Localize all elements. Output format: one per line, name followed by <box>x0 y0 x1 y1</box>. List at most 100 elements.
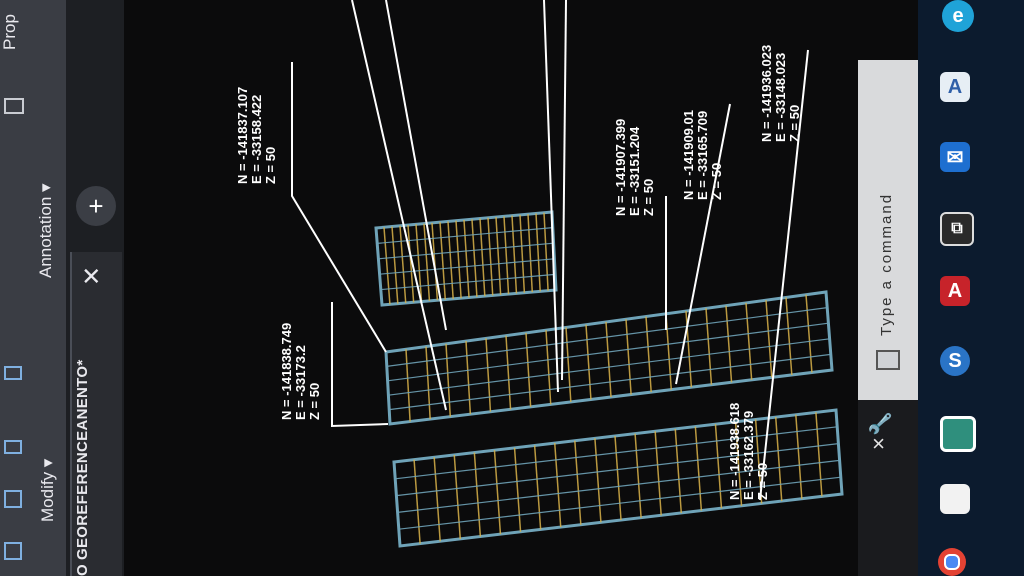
building-block-top-column-line <box>463 219 470 298</box>
building-block-middle-grid-line <box>388 338 830 396</box>
ribbon-icon-grid[interactable] <box>4 490 22 508</box>
building-block-top-column-line <box>535 213 541 292</box>
ribbon-icon-table[interactable] <box>4 98 24 114</box>
coordinate-label-5[interactable]: N = -141936.023 E = -33148.023 Z = 50 <box>759 44 802 142</box>
building-block-bottom-column-line <box>654 431 662 516</box>
elevation: Z = 50 <box>755 462 770 500</box>
file-tab-label[interactable]: GEOREFERENCEANENTO* <box>74 359 91 560</box>
building-block-bottom-column-line <box>795 414 803 499</box>
annotation-panel-button[interactable]: Annotation ▾ <box>36 183 55 278</box>
command-input[interactable]: Type a command <box>878 192 895 336</box>
building-block-middle-column-line <box>545 330 552 405</box>
building-block-bottom-grid-line <box>397 459 840 513</box>
building-block-top-column-line <box>399 225 407 304</box>
coordinate-label-4[interactable]: N = -141909.01 E = -33165.709 Z = 50 <box>681 110 724 200</box>
autocad-icon[interactable]: A <box>940 276 970 306</box>
building-block-top-column-line <box>423 223 431 301</box>
building-block-top-column-line <box>527 214 534 293</box>
northing: N = -141837.107 <box>235 86 250 184</box>
building-block-top <box>374 210 558 307</box>
building-block-top-column-line <box>495 217 502 295</box>
northing: N = -141938.618 <box>727 402 742 500</box>
building-block-bottom-column-line <box>774 417 783 502</box>
easting: E = -33162.379 <box>741 410 756 500</box>
building-block-bottom-column-line <box>533 445 542 530</box>
building-block-bottom-column-line <box>674 428 683 513</box>
northing: N = -141909.01 <box>681 110 696 200</box>
easting: E = -33158.422 <box>249 94 264 184</box>
building-block-top-column-line <box>407 225 415 303</box>
wrench-icon[interactable]: 🔧 <box>870 411 892 436</box>
modify-panel-button[interactable]: Modify ▾ <box>38 458 57 522</box>
photos-icon[interactable] <box>940 416 976 452</box>
properties-panel-button[interactable]: Prop <box>0 14 19 50</box>
building-block-top-column-line <box>487 217 494 296</box>
add-tab-button[interactable]: + <box>76 186 116 226</box>
command-close-button[interactable]: × <box>866 437 891 450</box>
ribbon-icon-table[interactable] <box>4 440 22 454</box>
northing: N = -141936.023 <box>759 44 774 142</box>
command-line-input-panel[interactable]: Type a command <box>858 60 918 460</box>
chrome-icon[interactable] <box>938 548 966 576</box>
building-block-top-column-line <box>415 224 423 302</box>
tablet-app-icon[interactable]: ⧉ <box>940 212 974 246</box>
leader-line-4 <box>675 103 731 385</box>
building-block-middle-column-line <box>405 349 411 422</box>
building-block-bottom-column-line <box>574 440 582 525</box>
command-history-icon[interactable] <box>876 350 900 370</box>
building-block-bottom-column-line <box>493 450 502 535</box>
building-block-middle-grid-line <box>386 307 828 367</box>
northing: N = -141907.399 <box>613 118 628 216</box>
building-block-bottom-column-line <box>594 438 602 523</box>
leader-line-2 <box>331 302 389 428</box>
building-block-top-column-line <box>519 214 526 293</box>
elevation: Z = 50 <box>709 162 724 200</box>
building-block-bottom-column-line <box>634 433 642 518</box>
building-block-middle-column-line <box>625 319 632 395</box>
ribbon-icon-table[interactable] <box>4 366 22 380</box>
building-block-bottom <box>392 408 844 548</box>
skype-icon[interactable]: S <box>940 346 970 376</box>
leader-line-5 <box>759 49 809 501</box>
building-block-middle-column-line <box>445 343 452 417</box>
building-block-middle-column-line <box>765 300 773 378</box>
building-block-middle-column-line <box>425 346 431 420</box>
easting: E = -33151.204 <box>627 126 642 216</box>
building-block-middle-column-line <box>745 302 753 380</box>
building-block-bottom-grid-line <box>398 476 841 530</box>
building-block-bottom-grid-line <box>396 443 839 497</box>
building-block-top-column-line <box>383 227 391 305</box>
building-block-top-column-line <box>503 216 510 295</box>
building-block-bottom-column-line <box>694 426 703 511</box>
northing: N = -141838.749 <box>279 322 294 420</box>
building-block-bottom-column-line <box>815 412 823 497</box>
building-block-top-column-line <box>447 221 454 299</box>
building-block-top-column-line <box>455 220 462 299</box>
ribbon-panel: Modify ▾ Annotation ▾ Prop <box>0 0 66 576</box>
leader-line-9 <box>561 0 567 381</box>
close-tab-icon[interactable]: ✕ <box>79 265 106 286</box>
coordinate-label-3[interactable]: N = -141907.399 E = -33151.204 Z = 50 <box>613 118 656 216</box>
coordinate-label-6[interactable]: N = -141938.618 E = -33162.379 Z = 50 <box>727 402 770 500</box>
building-block-middle-column-line <box>805 294 813 373</box>
autocad-alt-icon[interactable]: A <box>940 72 970 102</box>
building-block-middle-column-line <box>525 332 532 407</box>
building-block-top-column-line <box>511 215 518 294</box>
building-block-bottom-column-line <box>553 443 562 528</box>
file-tab-active[interactable] <box>70 252 122 576</box>
building-block-bottom-column-line <box>433 457 441 542</box>
building-block-bottom-column-line <box>734 421 743 506</box>
easting: E = -33173.2 <box>293 345 308 420</box>
leader-line-1 <box>291 62 387 353</box>
edge-icon[interactable]: e <box>942 0 974 32</box>
coordinate-label-1[interactable]: N = -141837.107 E = -33158.422 Z = 50 <box>235 86 278 184</box>
ribbon-icon-grid[interactable] <box>4 542 22 560</box>
easting: E = -33165.709 <box>695 110 710 200</box>
coordinate-label-2[interactable]: N = -141838.749 E = -33173.2 Z = 50 <box>279 322 322 420</box>
elevation: Z = 50 <box>263 146 278 184</box>
mail-icon[interactable]: ✉ <box>940 142 970 172</box>
notepad-icon[interactable] <box>940 484 970 514</box>
leader-line-6 <box>351 0 447 411</box>
